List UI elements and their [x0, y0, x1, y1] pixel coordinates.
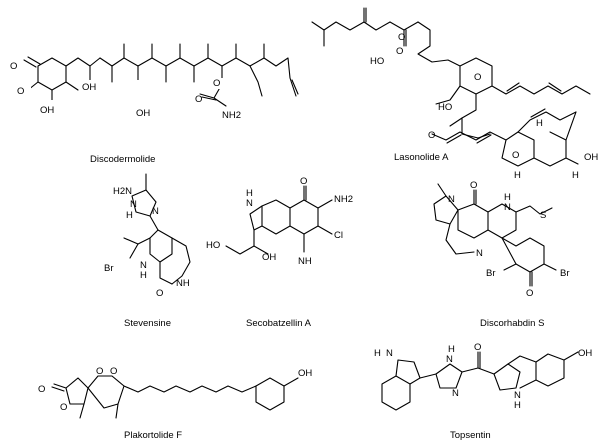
compound-stevensine: H2N N N H Br N H O NH Stevensine [104, 173, 191, 329]
atom-h: H [536, 118, 543, 129]
atom-br: Br [486, 268, 496, 279]
atom-n: N [386, 348, 393, 359]
atom-h: H [126, 210, 133, 221]
compound-name: Lasonolide A [394, 152, 449, 163]
atom-n: N [504, 202, 511, 213]
atom-nh2: NH2 [334, 194, 353, 205]
atom-oh: OH [262, 252, 276, 263]
atom-o: O [470, 180, 477, 191]
atom-ho: HO [370, 56, 384, 67]
atom-o: O [512, 150, 519, 161]
atom-h2n: H2N [113, 186, 132, 197]
atom-oh: OH [578, 348, 592, 359]
atom-o: O [110, 366, 117, 377]
atom-n: N [152, 206, 159, 217]
atom-cl: Cl [334, 230, 343, 241]
compound-name: Discodermolide [90, 154, 155, 165]
atom-n: N [140, 260, 147, 271]
atom-h: H [572, 170, 579, 181]
compound-name: Stevensine [124, 318, 171, 329]
atom-ho: HO [206, 240, 220, 251]
atom-h: H [140, 270, 147, 281]
atom-h: H [504, 192, 511, 203]
compound-discorhabdin-s: N O N H S N Br Br O Discorhabdin S [433, 180, 570, 329]
atom-o: O [38, 384, 45, 395]
atom-n: N [446, 354, 453, 365]
atom-o: O [156, 288, 163, 299]
atom-h: H [374, 348, 381, 359]
atom-o: O [96, 366, 103, 377]
atom-h: H [514, 170, 521, 181]
compound-secobatzellin-a: N H O NH2 Cl HO OH NH Secobatzellin A [206, 176, 353, 329]
atom-oh: OH [136, 108, 150, 119]
atom-o: O [17, 86, 24, 97]
compound-name: Plakortolide F [124, 430, 182, 441]
atom-n: N [452, 388, 459, 399]
atom-oh: OH [584, 152, 598, 163]
compound-lasonolide-a: O O HO O HO O O OH H H H Lasonolide A [311, 7, 598, 181]
atom-h: H [448, 344, 455, 355]
atom-br: Br [560, 268, 570, 279]
atom-oh: OH [40, 105, 54, 116]
atom-n: N [246, 198, 253, 209]
atom-o: O [60, 402, 67, 413]
atom-br: Br [104, 263, 114, 274]
atom-n: N [514, 390, 521, 401]
compound-name: Secobatzellin A [246, 318, 312, 329]
compound-plakortolide-f: O O O O OH Plakortolide F [38, 366, 312, 441]
atom-o: O [195, 94, 202, 105]
atom-o: O [396, 46, 403, 57]
atom-ho: HO [438, 102, 452, 113]
atom-n: N [448, 194, 455, 205]
compound-discodermolide: O O OH OH OH O O NH2 Discodermolide [7, 43, 299, 165]
atom-n: N [130, 199, 137, 210]
atom-h: H [246, 188, 253, 199]
atom-o: O [474, 342, 481, 353]
atom-n: N [476, 248, 483, 259]
atom-o: O [213, 78, 220, 89]
compound-name: Discorhabdin S [480, 318, 544, 329]
atom-o: O [300, 176, 307, 187]
atom-nh: NH [176, 278, 190, 289]
atom-h: H [514, 400, 521, 411]
atom-s: S [540, 210, 546, 221]
compound-name: Topsentin [450, 430, 491, 441]
atom-o: O [474, 72, 481, 83]
atom-o: O [398, 32, 405, 43]
atom-oh: OH [298, 368, 312, 379]
atom-oh: OH [82, 82, 96, 93]
atom-nh: NH [298, 256, 312, 267]
compound-topsentin: N H N H N O OH N H Topsentin [374, 342, 592, 441]
atom-o: O [526, 288, 533, 299]
atom-nh2: NH2 [222, 110, 241, 121]
atom-o: O [10, 61, 17, 72]
atom-o: O [428, 130, 435, 141]
